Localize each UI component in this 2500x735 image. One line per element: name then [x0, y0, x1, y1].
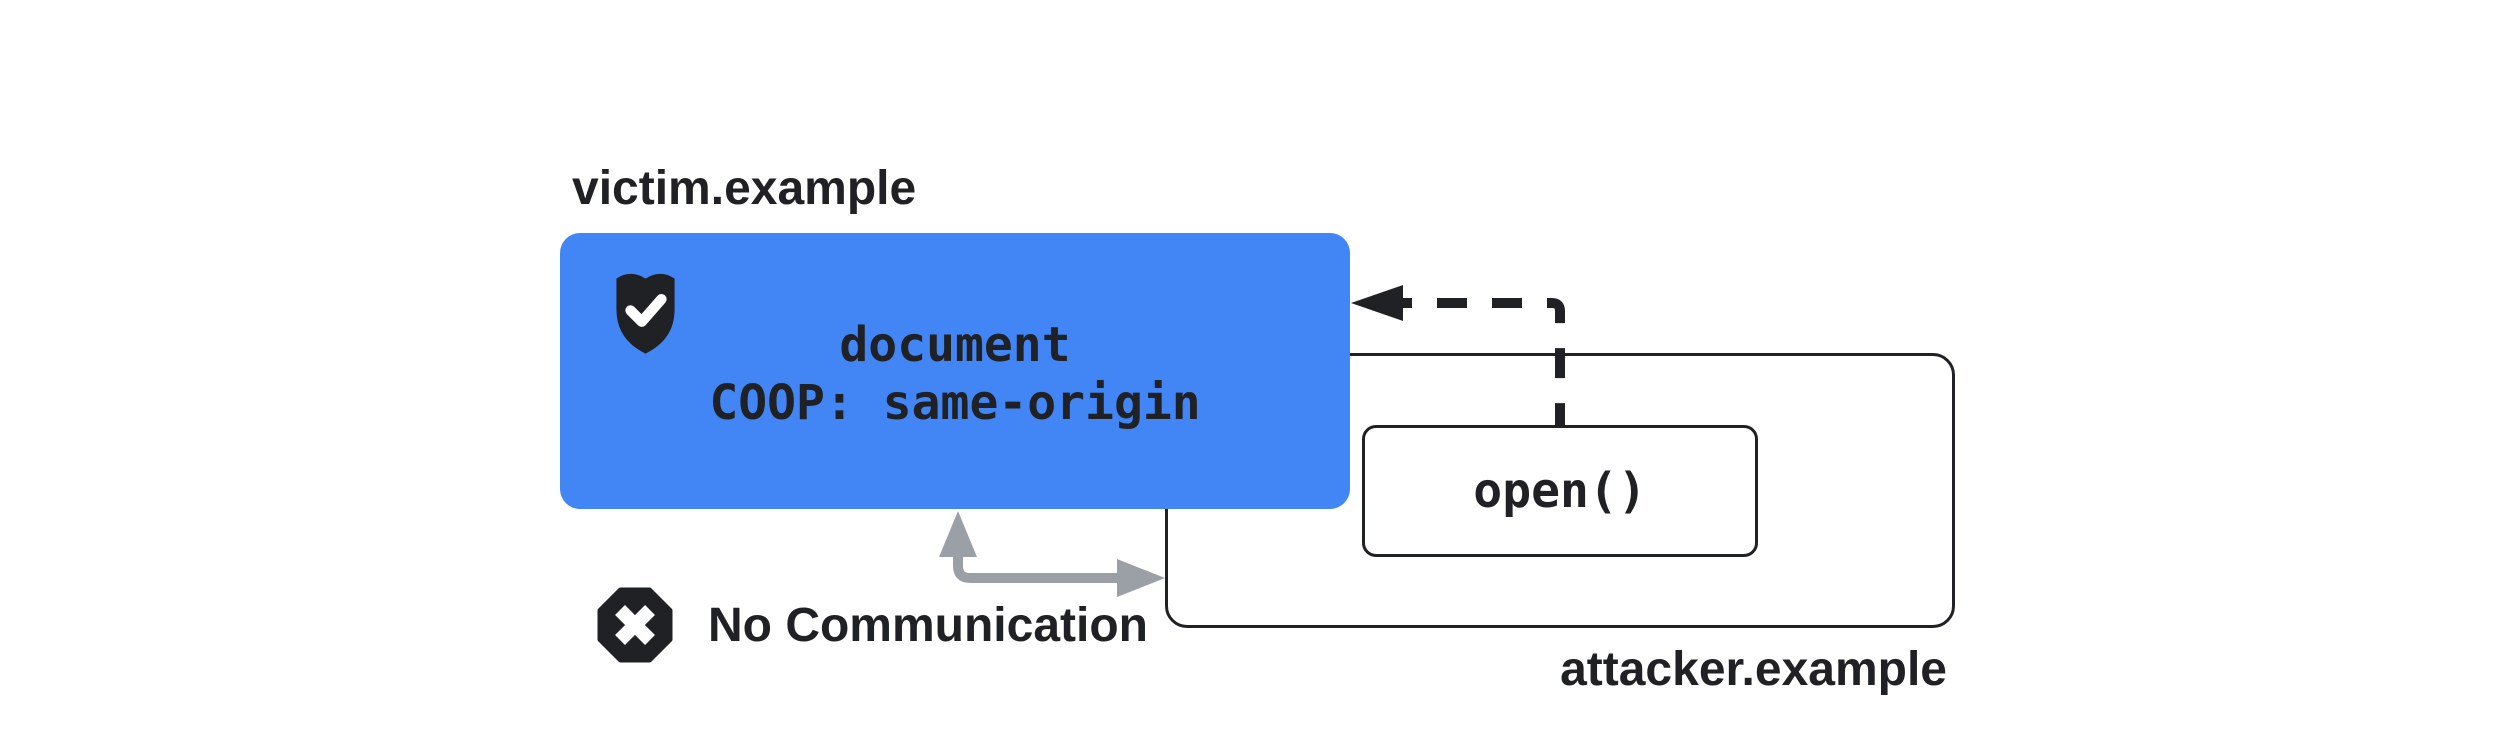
- document-label: document: [839, 317, 1071, 373]
- shield-check-icon: [616, 273, 675, 354]
- check-mark: [625, 294, 667, 327]
- octagon-x-icon: [597, 587, 673, 663]
- victim-document-text: document COOP: same-origin: [560, 233, 1350, 509]
- x-mark: [615, 605, 655, 645]
- gray-right-arrowhead: [1117, 559, 1165, 597]
- gray-up-arrowhead: [939, 511, 977, 557]
- victim-domain-label: victim.example: [572, 162, 917, 215]
- attacker-domain-label: attacker.example: [1560, 643, 1947, 696]
- dashed-open-arrowhead: [1351, 285, 1403, 321]
- open-call-label: open(): [1473, 463, 1647, 519]
- gray-elbow-arrow-line: [953, 552, 1120, 583]
- victim-document-box: document COOP: same-origin: [560, 233, 1350, 509]
- no-communication-label: No Communication: [708, 599, 1148, 652]
- coop-policy-label: COOP: same-origin: [709, 375, 1201, 431]
- open-call-box: open(): [1362, 425, 1758, 557]
